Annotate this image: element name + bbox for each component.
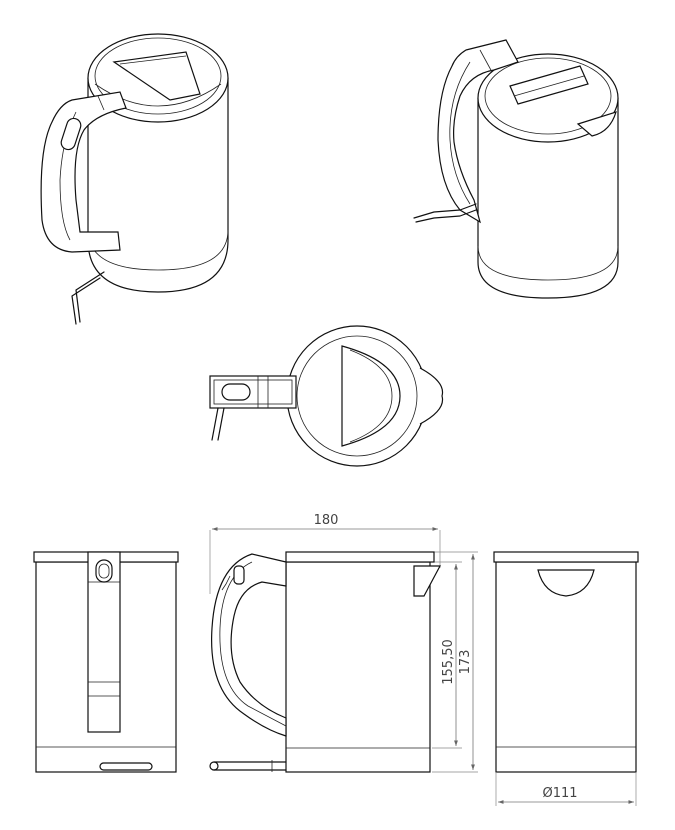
dimension-height-inner-label: 155,50 xyxy=(441,639,456,685)
isometric-view-left xyxy=(40,33,229,325)
dimension-diameter: Ø111 xyxy=(498,786,634,804)
front-view xyxy=(33,551,179,773)
dimension-height-total-label: 173 xyxy=(458,650,473,675)
dimension-width: 180 xyxy=(212,513,438,531)
dimension-diameter-label: Ø111 xyxy=(542,786,577,801)
top-view xyxy=(209,325,444,467)
isometric-view-right xyxy=(413,39,619,299)
dimension-height-total: 173 xyxy=(458,554,475,770)
back-view xyxy=(493,551,639,806)
side-view xyxy=(209,530,478,773)
dimension-width-label: 180 xyxy=(314,513,339,528)
dimension-height-inner: 155,50 xyxy=(441,564,458,746)
